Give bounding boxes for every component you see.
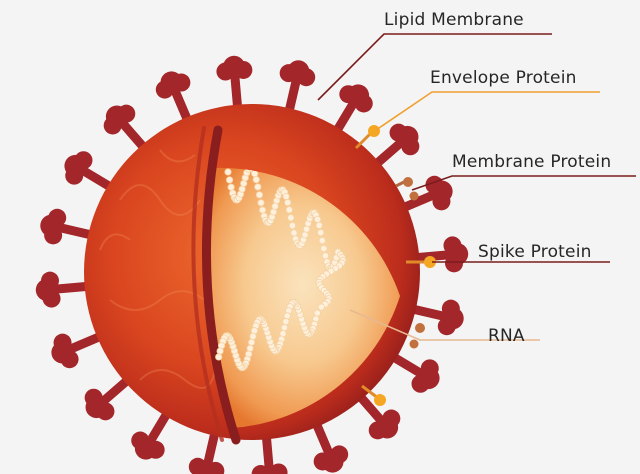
leader-lipid-membrane [317, 33, 552, 101]
envelope-protein-marker [368, 125, 380, 137]
envelope-protein-marker-2 [424, 256, 436, 268]
membrane-protein-marker-2 [415, 323, 425, 333]
protein-markers [354, 125, 436, 406]
label-lipid-membrane: Lipid Membrane [384, 10, 524, 30]
virus-interior [205, 167, 400, 429]
label-envelope-protein: Envelope Protein [430, 68, 577, 88]
leader-membrane-protein [411, 175, 636, 191]
label-spike-protein: Spike Protein [478, 242, 592, 262]
leader-envelope-protein [375, 91, 600, 131]
spike-protein [216, 55, 253, 120]
leader-rna [349, 309, 540, 341]
membrane-protein-marker [403, 177, 413, 187]
spike-protein [35, 271, 100, 308]
label-membrane-protein: Membrane Protein [452, 152, 612, 172]
lipid-membrane-edge [201, 125, 241, 445]
label-rna: RNA [488, 326, 525, 346]
leader-lines [317, 33, 636, 341]
envelope-protein-marker-3 [374, 394, 386, 406]
spike-protein [401, 299, 464, 336]
spike-protein [155, 71, 195, 132]
